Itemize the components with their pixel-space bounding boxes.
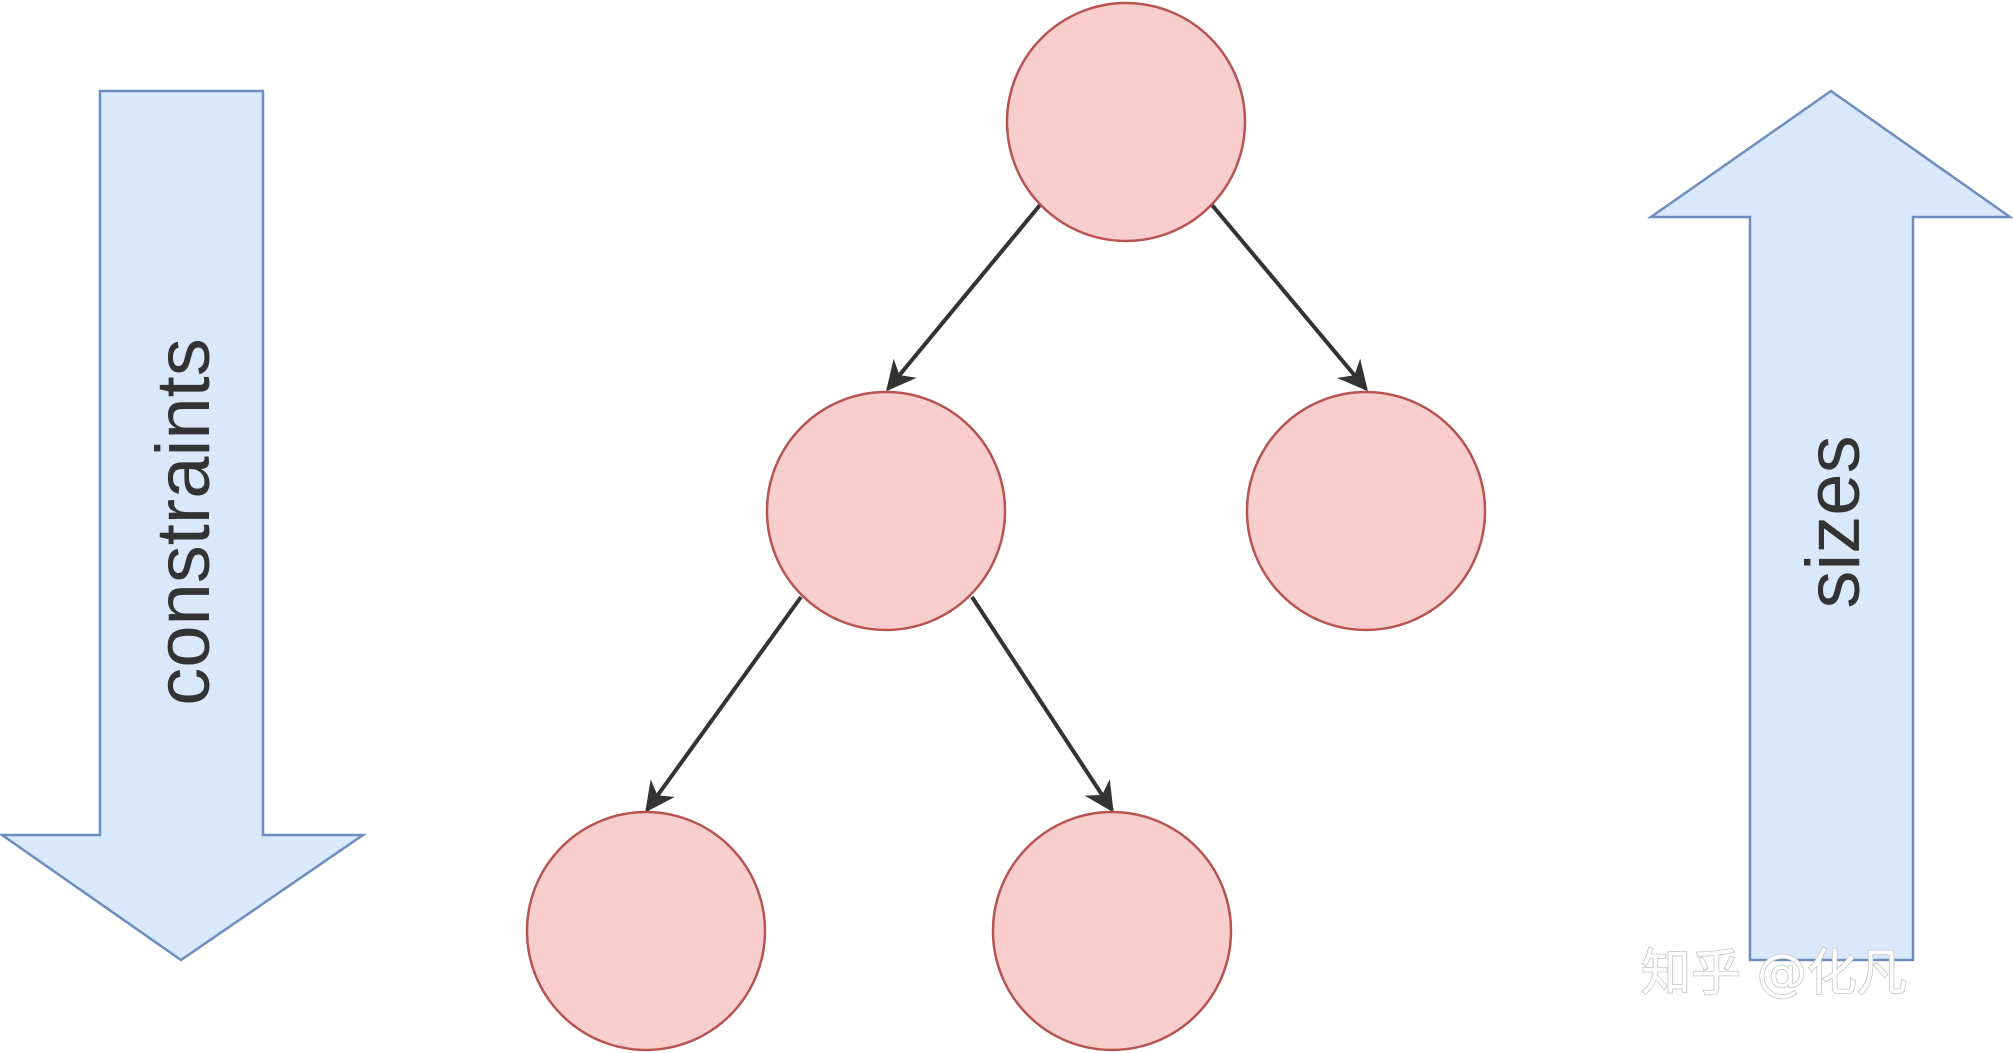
edge-left-child-to-right-grandchild xyxy=(970,595,1114,813)
watermark: 知乎 @化凡 xyxy=(1641,944,1907,1002)
left-grandchild-node xyxy=(525,810,767,1052)
tree-edges xyxy=(645,203,1368,813)
sizes-arrow-group: sizes xyxy=(1647,89,2013,962)
tree-nodes xyxy=(525,1,1487,1052)
right-child-node xyxy=(1245,390,1487,632)
right-grandchild-node xyxy=(991,810,1233,1052)
constraints-down-arrow xyxy=(0,89,368,962)
constraints-arrow-group: constraints xyxy=(0,89,368,962)
root-node xyxy=(1005,1,1247,243)
sizes-label: sizes xyxy=(1791,435,1876,608)
left-child-node xyxy=(765,390,1007,632)
sizes-up-arrow xyxy=(1647,89,2013,962)
edge-root-to-left-child xyxy=(886,203,1042,392)
edge-root-to-right-child xyxy=(1210,203,1368,392)
constraints-label: constraints xyxy=(141,338,226,706)
edge-left-child-to-left-grandchild xyxy=(645,595,803,813)
